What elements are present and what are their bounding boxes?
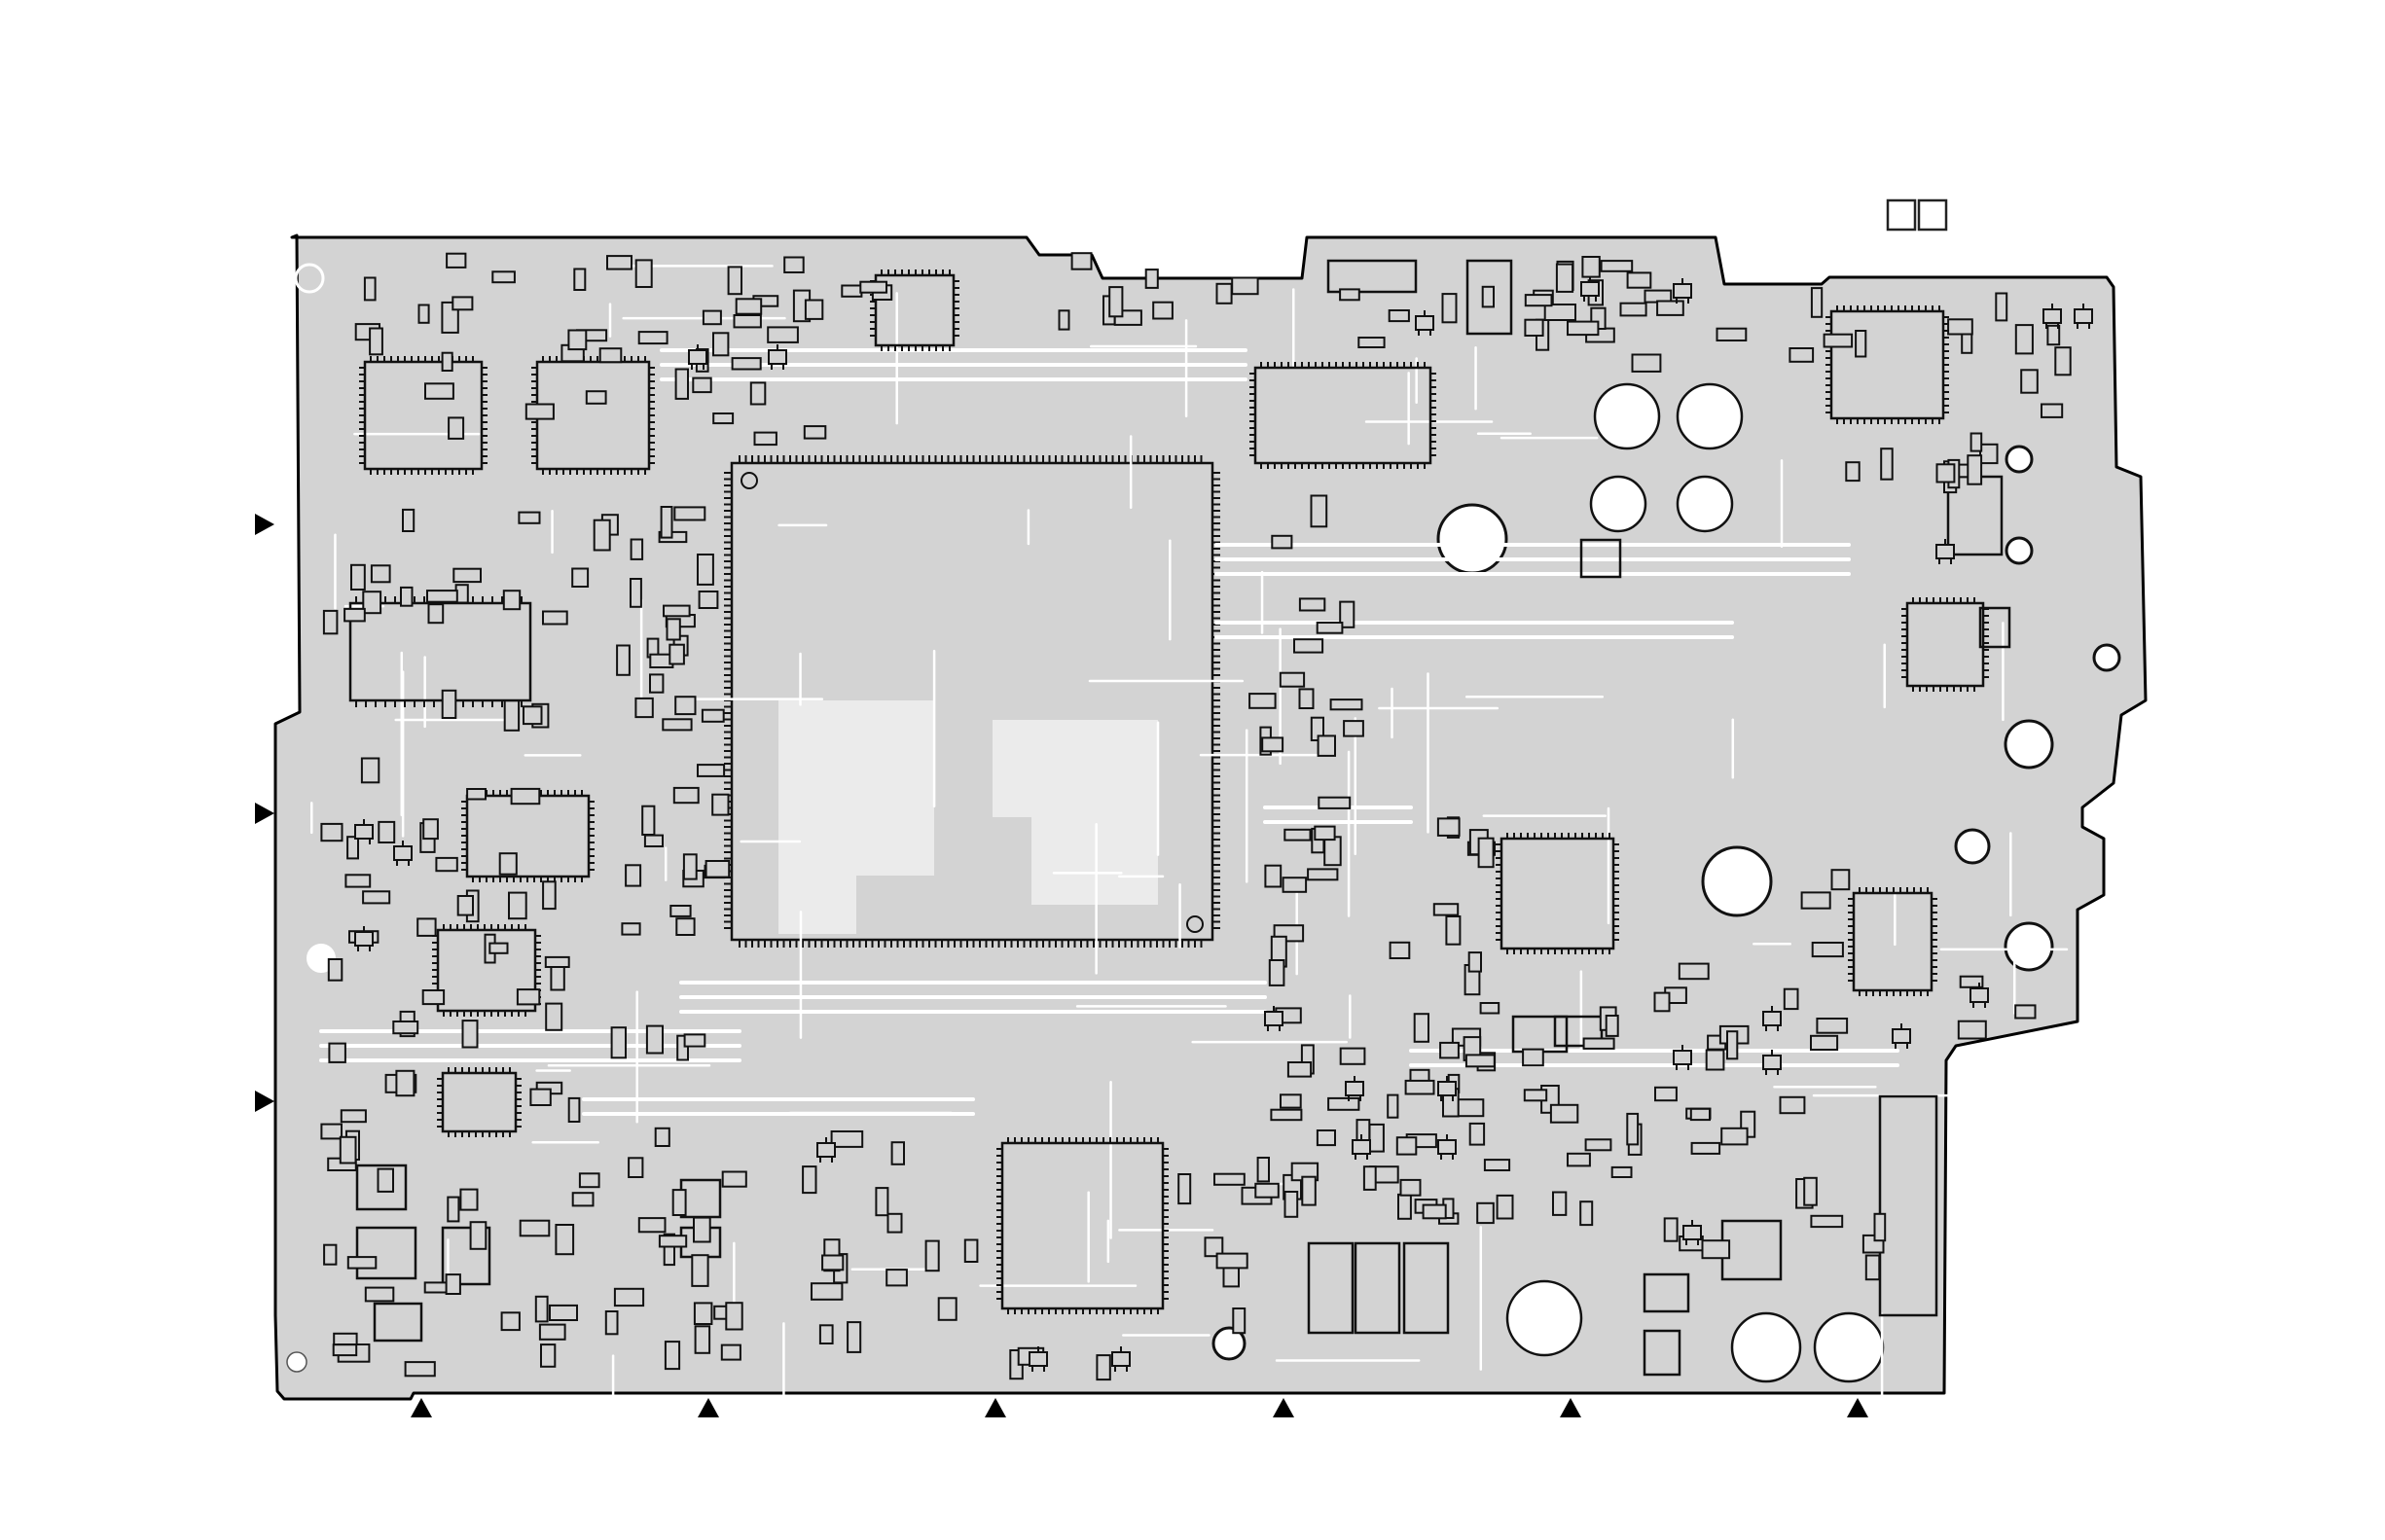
left-edge-markers	[255, 514, 274, 1112]
legend-box-2	[1919, 200, 1946, 230]
pad-right-1	[2006, 447, 2032, 472]
inductor-6	[1732, 1313, 1800, 1381]
inductor-4	[1678, 477, 1732, 531]
edge-marker-bottom-2	[698, 1398, 719, 1417]
inductor-1	[1595, 384, 1659, 448]
edge-marker-left-1	[255, 514, 274, 535]
edge-marker-bottom-6	[1847, 1398, 1868, 1417]
pad-right-4	[2006, 721, 2052, 768]
legend-boxes	[1888, 200, 1946, 230]
mounting-hole-bottom-left	[287, 1352, 307, 1372]
edge-marker-bottom-4	[1273, 1398, 1294, 1417]
inductor-2	[1678, 384, 1742, 448]
pad-right-3	[2094, 645, 2119, 670]
inductor-3	[1591, 477, 1645, 531]
bottom-edge-markers	[411, 1398, 1868, 1417]
edge-marker-bottom-3	[985, 1398, 1006, 1417]
legend-box-1	[1888, 200, 1915, 230]
pad-right-2	[2006, 538, 2032, 563]
inductor-5	[1507, 1281, 1581, 1355]
edge-marker-bottom-5	[1560, 1398, 1581, 1417]
edge-marker-bottom-1	[411, 1398, 432, 1417]
large-pad-1	[1438, 505, 1506, 573]
large-pad-2	[1703, 847, 1771, 915]
pad-right-6	[2006, 923, 2052, 970]
edge-marker-left-2	[255, 803, 274, 824]
inductor-7	[1815, 1313, 1883, 1381]
edge-marker-left-3	[255, 1091, 274, 1112]
pad-right-5	[1956, 830, 1989, 863]
